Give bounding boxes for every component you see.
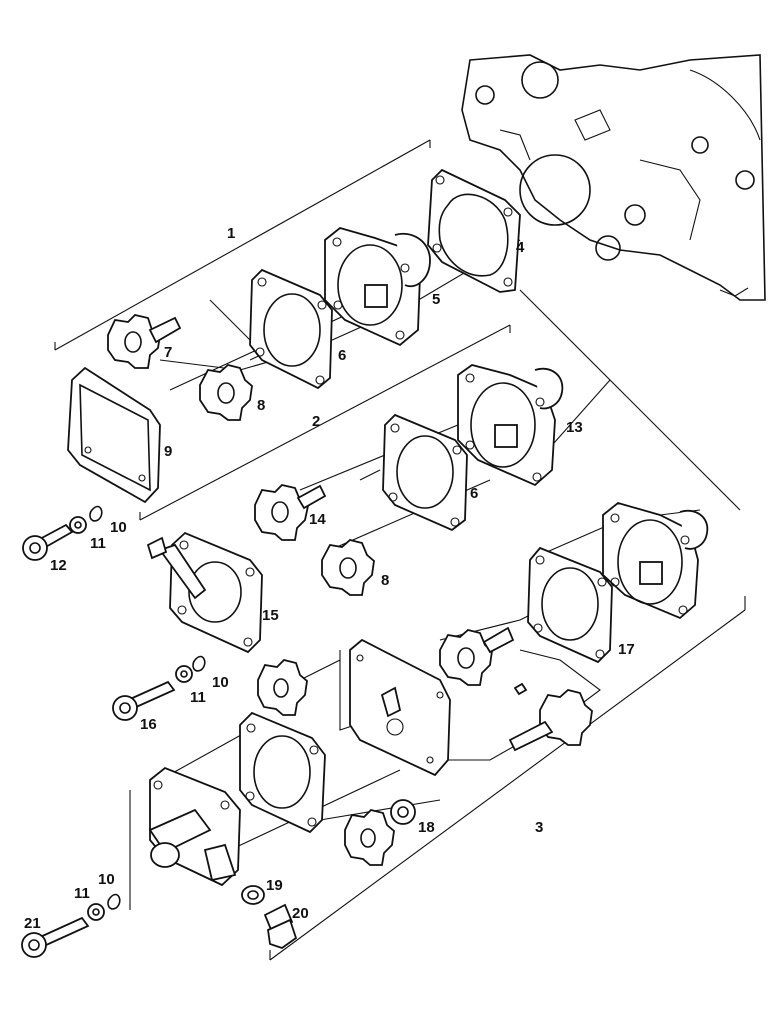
part-19-ring <box>241 885 265 905</box>
part-13-pump-housing <box>457 364 564 487</box>
lower-end-cover <box>148 766 241 887</box>
label-21: 21 <box>24 915 41 932</box>
part-8-gear-middle <box>321 539 375 596</box>
fasteners-upper <box>22 505 103 561</box>
group-brackets <box>54 139 746 961</box>
part-20-plug <box>263 903 298 949</box>
label-11-middle: 11 <box>190 689 206 706</box>
label-8-upper: 8 <box>257 397 265 414</box>
label-10-middle: 10 <box>212 674 229 691</box>
part-18-gear-seal <box>344 799 416 866</box>
label-7: 7 <box>164 344 172 361</box>
label-6-upper: 6 <box>338 347 346 364</box>
label-20: 20 <box>292 905 309 922</box>
intermediate-plate <box>349 638 451 777</box>
label-2: 2 <box>312 413 320 430</box>
label-11-lower: 11 <box>74 885 90 902</box>
gear-lower-left <box>257 659 308 716</box>
label-4: 4 <box>516 239 525 256</box>
part-15-cover-valve <box>146 531 263 654</box>
label-13: 13 <box>566 419 583 436</box>
label-9: 9 <box>164 443 172 460</box>
fasteners-middle <box>112 655 206 721</box>
gasket-lower <box>239 711 326 834</box>
part-9-cover <box>67 366 161 504</box>
label-10-upper: 10 <box>110 519 127 536</box>
part-5-pump-housing <box>324 227 431 347</box>
label-16: 16 <box>140 716 157 733</box>
part-14-gear-shaft <box>254 484 327 541</box>
part-17-pump-housing <box>602 502 709 620</box>
gear-shaft-right <box>508 682 593 752</box>
label-15: 15 <box>262 607 279 624</box>
part-17-gasket <box>527 546 613 664</box>
label-11-upper: 11 <box>90 535 106 552</box>
engine-block <box>461 54 766 301</box>
part-7-gear-shaft <box>107 314 182 369</box>
label-3: 3 <box>535 819 543 836</box>
part-6-gasket-upper <box>249 268 333 390</box>
label-8-middle: 8 <box>381 572 389 589</box>
label-17: 17 <box>618 641 635 658</box>
callout-labels: 1 2 3 4 5 6 6 7 8 8 9 10 10 10 11 11 11 … <box>24 225 635 932</box>
label-14: 14 <box>309 511 326 528</box>
part-6-gasket-middle <box>382 413 468 532</box>
fasteners-lower <box>21 893 121 958</box>
label-6-middle: 6 <box>470 485 478 502</box>
part-4-gasket <box>427 168 521 293</box>
label-10-lower: 10 <box>98 871 115 888</box>
label-1: 1 <box>227 225 235 242</box>
part-8-gear-upper <box>199 364 253 421</box>
label-18: 18 <box>418 819 435 836</box>
label-19: 19 <box>266 877 283 894</box>
label-5: 5 <box>432 291 440 308</box>
label-12: 12 <box>50 557 67 574</box>
gear-shaft-lower <box>439 626 515 686</box>
